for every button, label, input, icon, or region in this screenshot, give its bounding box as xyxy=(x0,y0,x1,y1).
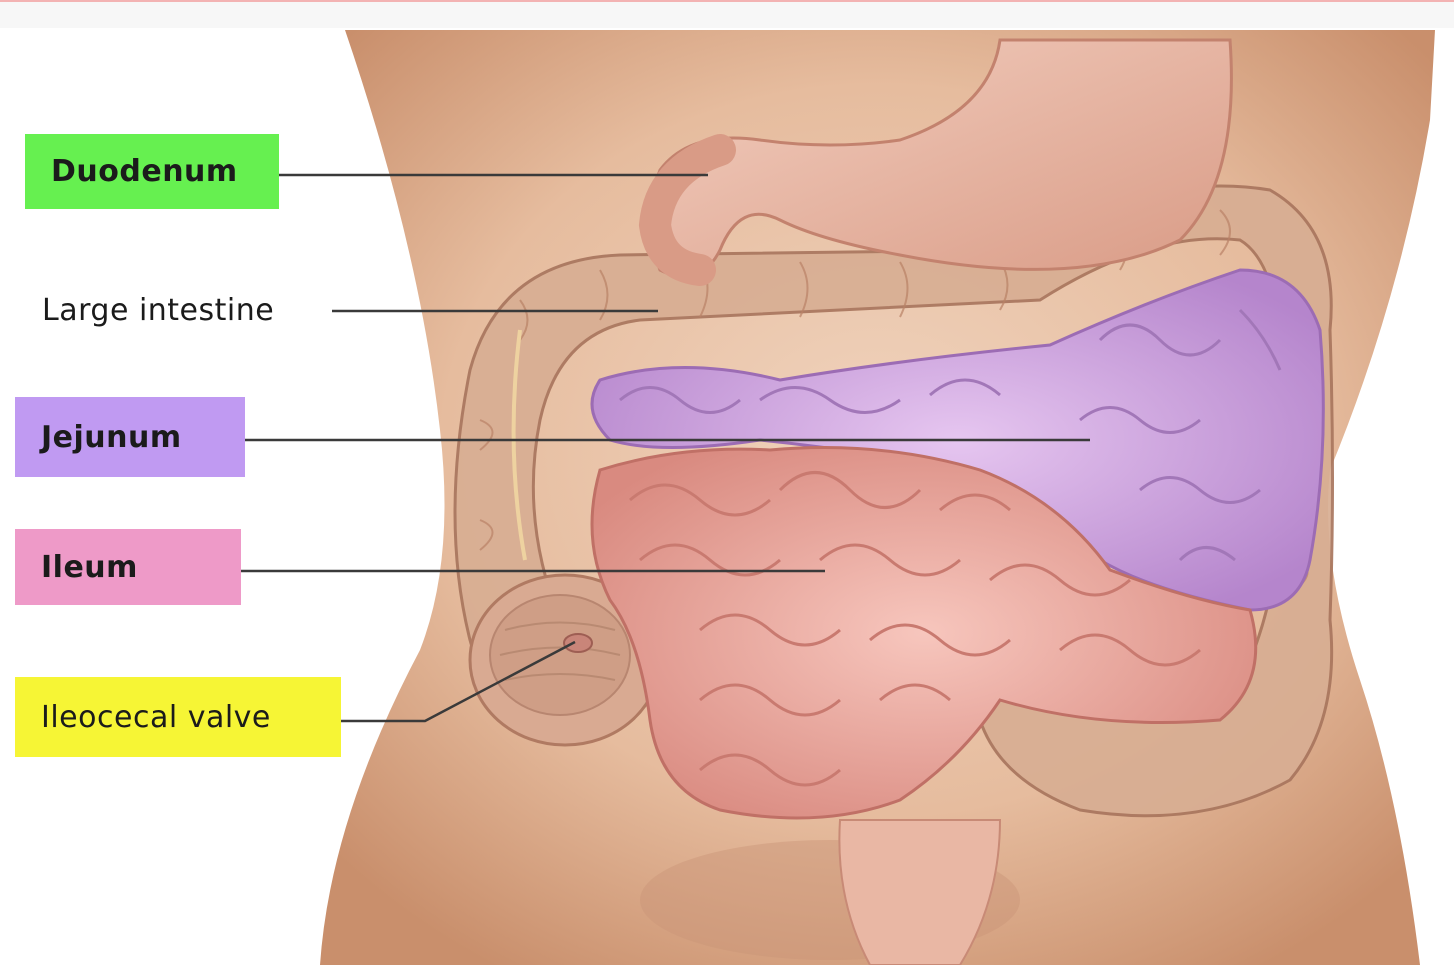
label-large-intestine-text: Large intestine xyxy=(42,293,274,328)
label-jejunum-text: Jejunum xyxy=(41,420,182,455)
cecum-inner xyxy=(490,595,630,715)
label-duodenum: Duodenum xyxy=(25,134,279,209)
label-ileocecal-valve-text: Ileocecal valve xyxy=(41,700,271,735)
ileocecal-valve-shape xyxy=(564,634,592,652)
label-large-intestine: Large intestine xyxy=(42,288,274,332)
label-duodenum-text: Duodenum xyxy=(51,154,238,189)
label-ileum: Ileum xyxy=(15,529,241,605)
label-jejunum: Jejunum xyxy=(15,397,245,477)
label-ileocecal-valve: Ileocecal valve xyxy=(15,677,341,757)
label-ileum-text: Ileum xyxy=(41,550,138,585)
